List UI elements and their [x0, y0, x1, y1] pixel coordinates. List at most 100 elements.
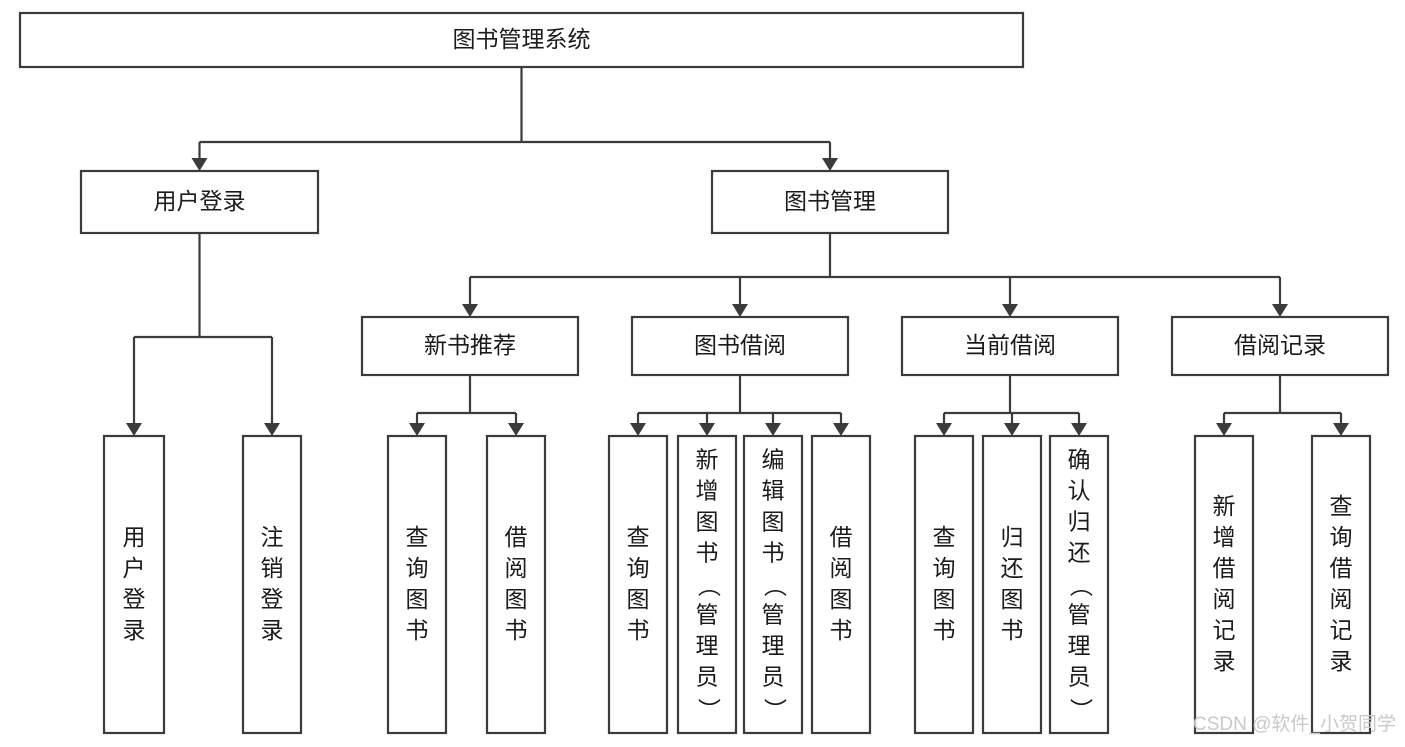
edge-group-new-book-rec: [409, 375, 524, 436]
node-label-char: （: [1068, 574, 1094, 597]
node-label: 新书推荐: [424, 332, 516, 358]
node-label-char: 理: [1068, 633, 1091, 659]
node-label-char: 录: [1213, 648, 1236, 674]
node-label-char: 阅: [505, 555, 528, 581]
node-box[interactable]: [710, 169, 950, 235]
node-box[interactable]: [386, 434, 448, 735]
node-l2-new-book-rec[interactable]: 新书推荐: [360, 315, 580, 377]
node-label-char: 归: [1001, 524, 1024, 550]
node-label-char: 阅: [830, 555, 853, 581]
node-label-char: ）: [696, 698, 722, 721]
node-label-char: 辑: [762, 478, 785, 504]
node-label-char: 新: [1213, 493, 1236, 519]
node-box[interactable]: [676, 434, 738, 735]
node-label-char: 归: [1068, 509, 1091, 535]
node-label-char: 书: [933, 617, 956, 643]
node-l2-book-borrow[interactable]: 图书借阅: [630, 315, 850, 377]
node-l2-borrow-record[interactable]: 借阅记录: [1170, 315, 1390, 377]
node-label-char: 阅: [1213, 586, 1236, 612]
node-box[interactable]: [742, 434, 804, 735]
node-label-char: 图: [505, 586, 528, 612]
node-label-char: 还: [1068, 540, 1091, 566]
node-label-char: 借: [830, 524, 853, 550]
node-box[interactable]: [1048, 434, 1110, 735]
node-label-char: 新: [696, 447, 719, 473]
node-leaf-user-login[interactable]: 用户登录: [102, 434, 166, 735]
node-label: 图书管理系统: [453, 26, 591, 52]
edge-group-current-borrow: [936, 375, 1087, 436]
node-label-char: 询: [933, 555, 956, 581]
nodes-layer: 图书管理系统用户登录图书管理新书推荐图书借阅当前借阅借阅记录用户登录注销登录查询…: [18, 11, 1390, 735]
connectors-layer: [126, 67, 1349, 436]
node-label-char: 登: [261, 586, 284, 612]
node-label-char: 查: [1330, 493, 1353, 519]
node-box[interactable]: [241, 434, 303, 735]
node-label-char: 记: [1330, 617, 1353, 643]
node-l1-user-login[interactable]: 用户登录: [79, 169, 320, 235]
edge-group-user-login: [126, 233, 280, 436]
node-box[interactable]: [607, 434, 669, 735]
node-label-char: 书: [505, 617, 528, 643]
node-box[interactable]: [360, 315, 580, 377]
node-l2-current-borrow[interactable]: 当前借阅: [900, 315, 1120, 377]
node-label-char: 确: [1068, 447, 1091, 473]
node-box[interactable]: [79, 169, 320, 235]
node-box[interactable]: [18, 11, 1025, 69]
node-label-char: 管: [1068, 602, 1091, 628]
node-label-char: 记: [1213, 617, 1236, 643]
node-box[interactable]: [1193, 434, 1255, 735]
node-label-char: 图: [762, 509, 785, 535]
node-box[interactable]: [485, 434, 547, 735]
node-label-char: 借: [505, 524, 528, 550]
node-box[interactable]: [913, 434, 975, 735]
node-box[interactable]: [810, 434, 872, 735]
node-box[interactable]: [900, 315, 1120, 377]
csdn-watermark: CSDN @软件_小贺同学: [1193, 713, 1396, 735]
node-label-char: 阅: [1330, 586, 1353, 612]
node-box[interactable]: [981, 434, 1043, 735]
node-label-char: 书: [762, 540, 785, 566]
node-label-char: 借: [1330, 555, 1353, 581]
node-label-char: 查: [627, 524, 650, 550]
node-label-char: ）: [762, 698, 788, 721]
node-label-char: 理: [762, 633, 785, 659]
node-label-char: 图: [1001, 586, 1024, 612]
node-label-char: 图: [406, 586, 429, 612]
node-label-char: 图: [830, 586, 853, 612]
node-label-char: 员: [696, 664, 719, 690]
node-label-char: （: [762, 574, 788, 597]
node-box[interactable]: [630, 315, 850, 377]
node-box[interactable]: [102, 434, 166, 735]
node-label-char: 编: [762, 447, 785, 473]
node-label-char: 询: [1330, 524, 1353, 550]
node-label-char: 录: [123, 617, 146, 643]
node-label-char: 销: [261, 555, 284, 581]
node-label-char: 户: [123, 555, 146, 581]
node-l1-book-manage[interactable]: 图书管理: [710, 169, 950, 235]
node-box[interactable]: [1310, 434, 1372, 735]
node-label-char: 借: [1213, 555, 1236, 581]
node-label: 借阅记录: [1234, 332, 1326, 358]
node-label-char: 员: [1068, 664, 1091, 690]
node-label-char: 书: [406, 617, 429, 643]
node-label-char: 图: [627, 586, 650, 612]
node-label-char: 理: [696, 633, 719, 659]
node-box[interactable]: [1170, 315, 1390, 377]
node-label-char: ）: [1068, 698, 1094, 721]
node-root[interactable]: 图书管理系统: [18, 11, 1025, 69]
node-label-char: 认: [1068, 478, 1091, 504]
